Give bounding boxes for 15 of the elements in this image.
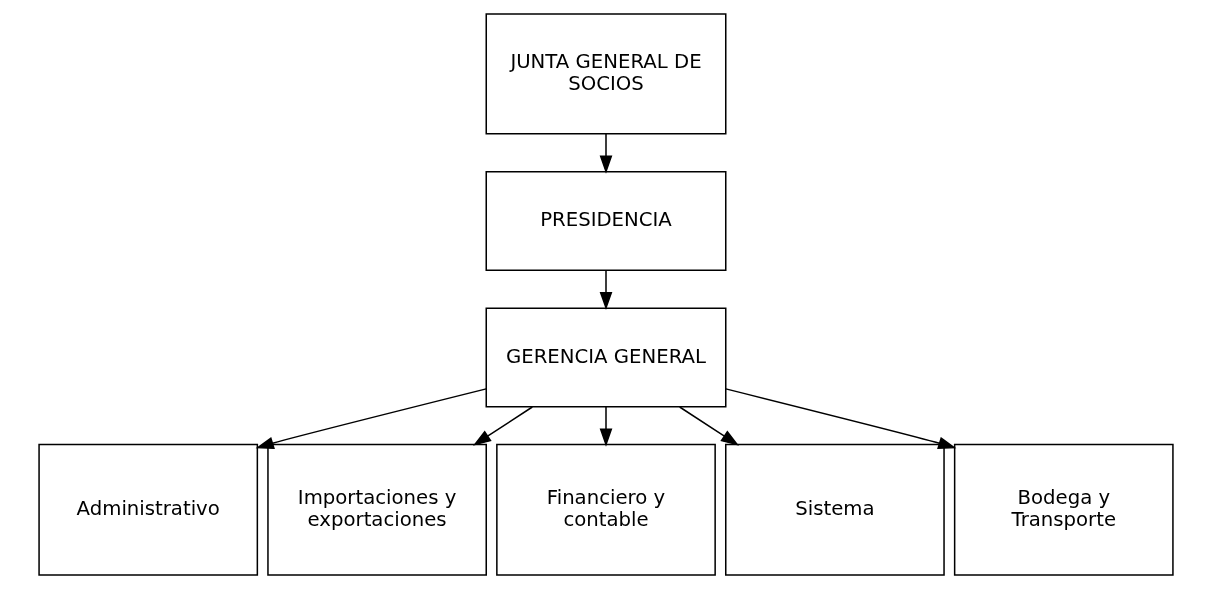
arrow <box>599 133 612 174</box>
arrow <box>724 388 956 450</box>
node-box: Bodega y Transporte <box>953 443 1174 576</box>
node-box: Sistema <box>724 443 945 576</box>
arrow <box>599 269 612 311</box>
arrow <box>472 406 533 446</box>
node-box: PRESIDENCIA <box>485 170 726 271</box>
node-box: Financiero y contable <box>495 443 716 576</box>
node-box: GERENCIA GENERAL <box>485 307 726 408</box>
arrow <box>255 388 487 450</box>
node-box: Administrativo <box>37 443 258 576</box>
node-box: JUNTA GENERAL DE SOCIOS <box>485 13 726 135</box>
node-box: Importaciones y exportaciones <box>266 443 487 576</box>
arrow <box>678 406 739 446</box>
arrow <box>599 406 612 447</box>
